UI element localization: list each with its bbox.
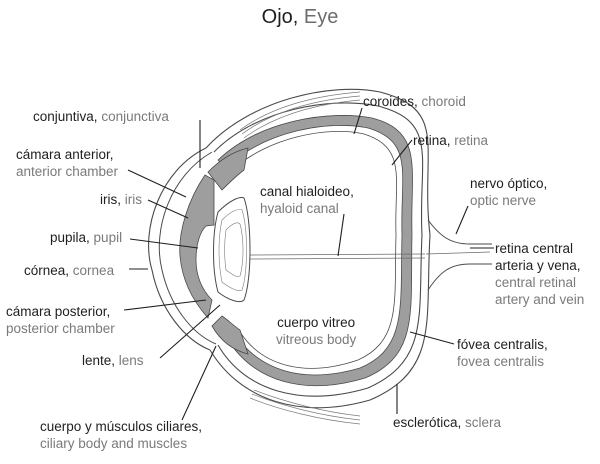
label-fovea: fóvea centralis, fovea centralis <box>457 337 548 369</box>
leader-retina <box>391 139 413 166</box>
label-cornea: córnea, cornea <box>24 263 115 278</box>
label-lens: lente, lens <box>82 353 144 368</box>
diagram-title: Ojo, Eye <box>261 6 339 28</box>
sclera-outer <box>205 88 431 409</box>
label-central-retinal: retina central arteria y vena, central r… <box>495 241 585 307</box>
label-retina: retina, retina <box>413 133 489 148</box>
label-posterior-chamber: cámara posterior, posterior chamber <box>6 304 115 336</box>
retina-inner <box>229 131 397 369</box>
leader-pupil <box>129 238 199 249</box>
label-hyaloid: canal hialoideo, hyaloid canal <box>260 184 354 216</box>
title-en: Eye <box>303 6 339 28</box>
ciliary-bottom <box>211 315 249 355</box>
leader-lens <box>159 304 221 359</box>
ciliary-top <box>207 147 249 191</box>
leader-anterior-chamber <box>127 169 187 198</box>
label-anterior-chamber: cámara anterior, anterior chamber <box>16 147 119 179</box>
leader-optic-nerve <box>455 205 469 235</box>
leader-posterior-chamber <box>123 299 207 311</box>
muscle-bottom <box>249 389 361 425</box>
muscle-top <box>239 91 361 139</box>
label-optic-nerve: nervo óptico, optic nerve <box>470 176 548 208</box>
label-sclera: esclerótica, sclera <box>393 415 502 430</box>
title-es: Ojo <box>261 6 293 28</box>
leader-iris <box>147 199 189 219</box>
label-vitreous: cuerpo vitreo vitreous body <box>276 315 357 347</box>
label-conjunctiva: conjuntiva, conjunctiva <box>33 109 169 124</box>
lens-rings <box>218 209 247 291</box>
optic-nerve <box>427 219 492 291</box>
leader-ciliary <box>181 345 217 421</box>
sclera-inner <box>213 102 424 397</box>
hyaloid-canal <box>249 253 426 260</box>
label-ciliary: cuerpo y músculos ciliares, ciliary body… <box>40 419 203 451</box>
label-iris: iris, iris <box>100 192 143 207</box>
leader-fovea <box>409 331 455 345</box>
leader-hyaloid <box>337 213 345 257</box>
label-choroid: coroides, choroid <box>363 94 466 109</box>
leader-choroid <box>353 107 363 135</box>
iris-shape <box>179 174 215 319</box>
label-pupil: pupila, pupil <box>50 230 123 245</box>
cornea-inner <box>158 151 217 345</box>
lens <box>213 197 251 303</box>
retinal-vessels <box>425 251 491 255</box>
cornea-outer <box>148 147 211 351</box>
